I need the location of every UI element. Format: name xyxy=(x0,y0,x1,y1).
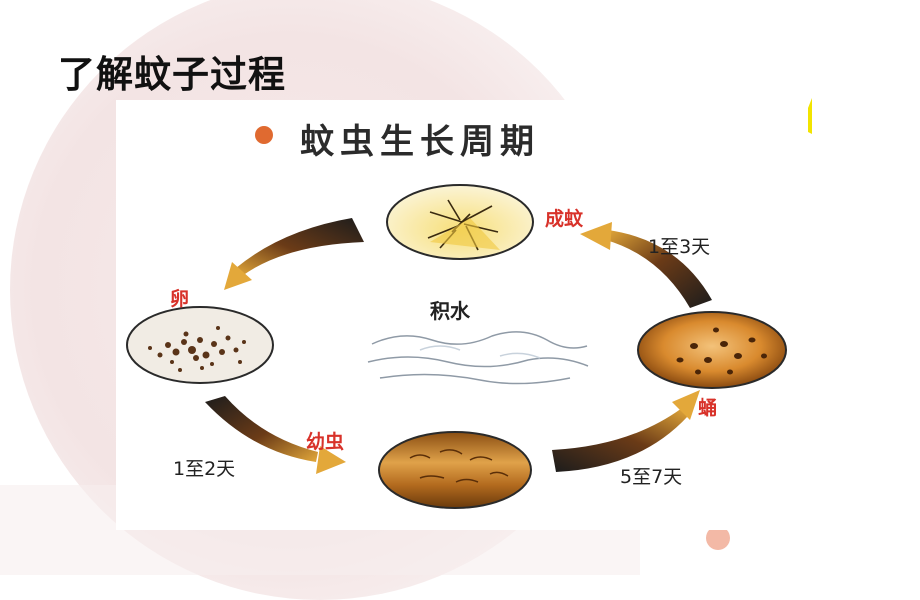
larva-dish xyxy=(378,431,532,509)
pink-accent-shape xyxy=(706,526,730,550)
title-bullet-icon xyxy=(255,126,273,144)
duration-egg-to-larva: 1至2天 xyxy=(173,458,236,480)
arrow-pupa-to-adult xyxy=(580,222,712,308)
arrow-egg-to-larva xyxy=(205,396,346,474)
stage-label-larva: 幼虫 xyxy=(306,431,345,453)
arrow-larva-to-pupa xyxy=(552,390,700,472)
adult-mosquito-dish xyxy=(386,184,534,260)
stage-label-pupa: 蛹 xyxy=(698,397,718,419)
slide-title: 了解蚊子过程 xyxy=(58,53,286,96)
stage-label-egg: 卵 xyxy=(170,288,190,310)
stage-label-adult: 成蚊 xyxy=(545,208,584,230)
center-label-water: 积水 xyxy=(430,299,470,323)
duration-larva-to-pupa: 5至7天 xyxy=(620,466,683,488)
figure-title: 蚊虫生长周期 xyxy=(300,122,540,162)
egg-dish xyxy=(126,306,274,384)
water-icon xyxy=(367,331,589,385)
pupa-dish xyxy=(637,311,787,389)
arrow-adult-to-egg xyxy=(224,218,364,290)
life-cycle-diagram xyxy=(126,126,787,509)
duration-pupa-to-adult: 1至3天 xyxy=(648,236,711,258)
